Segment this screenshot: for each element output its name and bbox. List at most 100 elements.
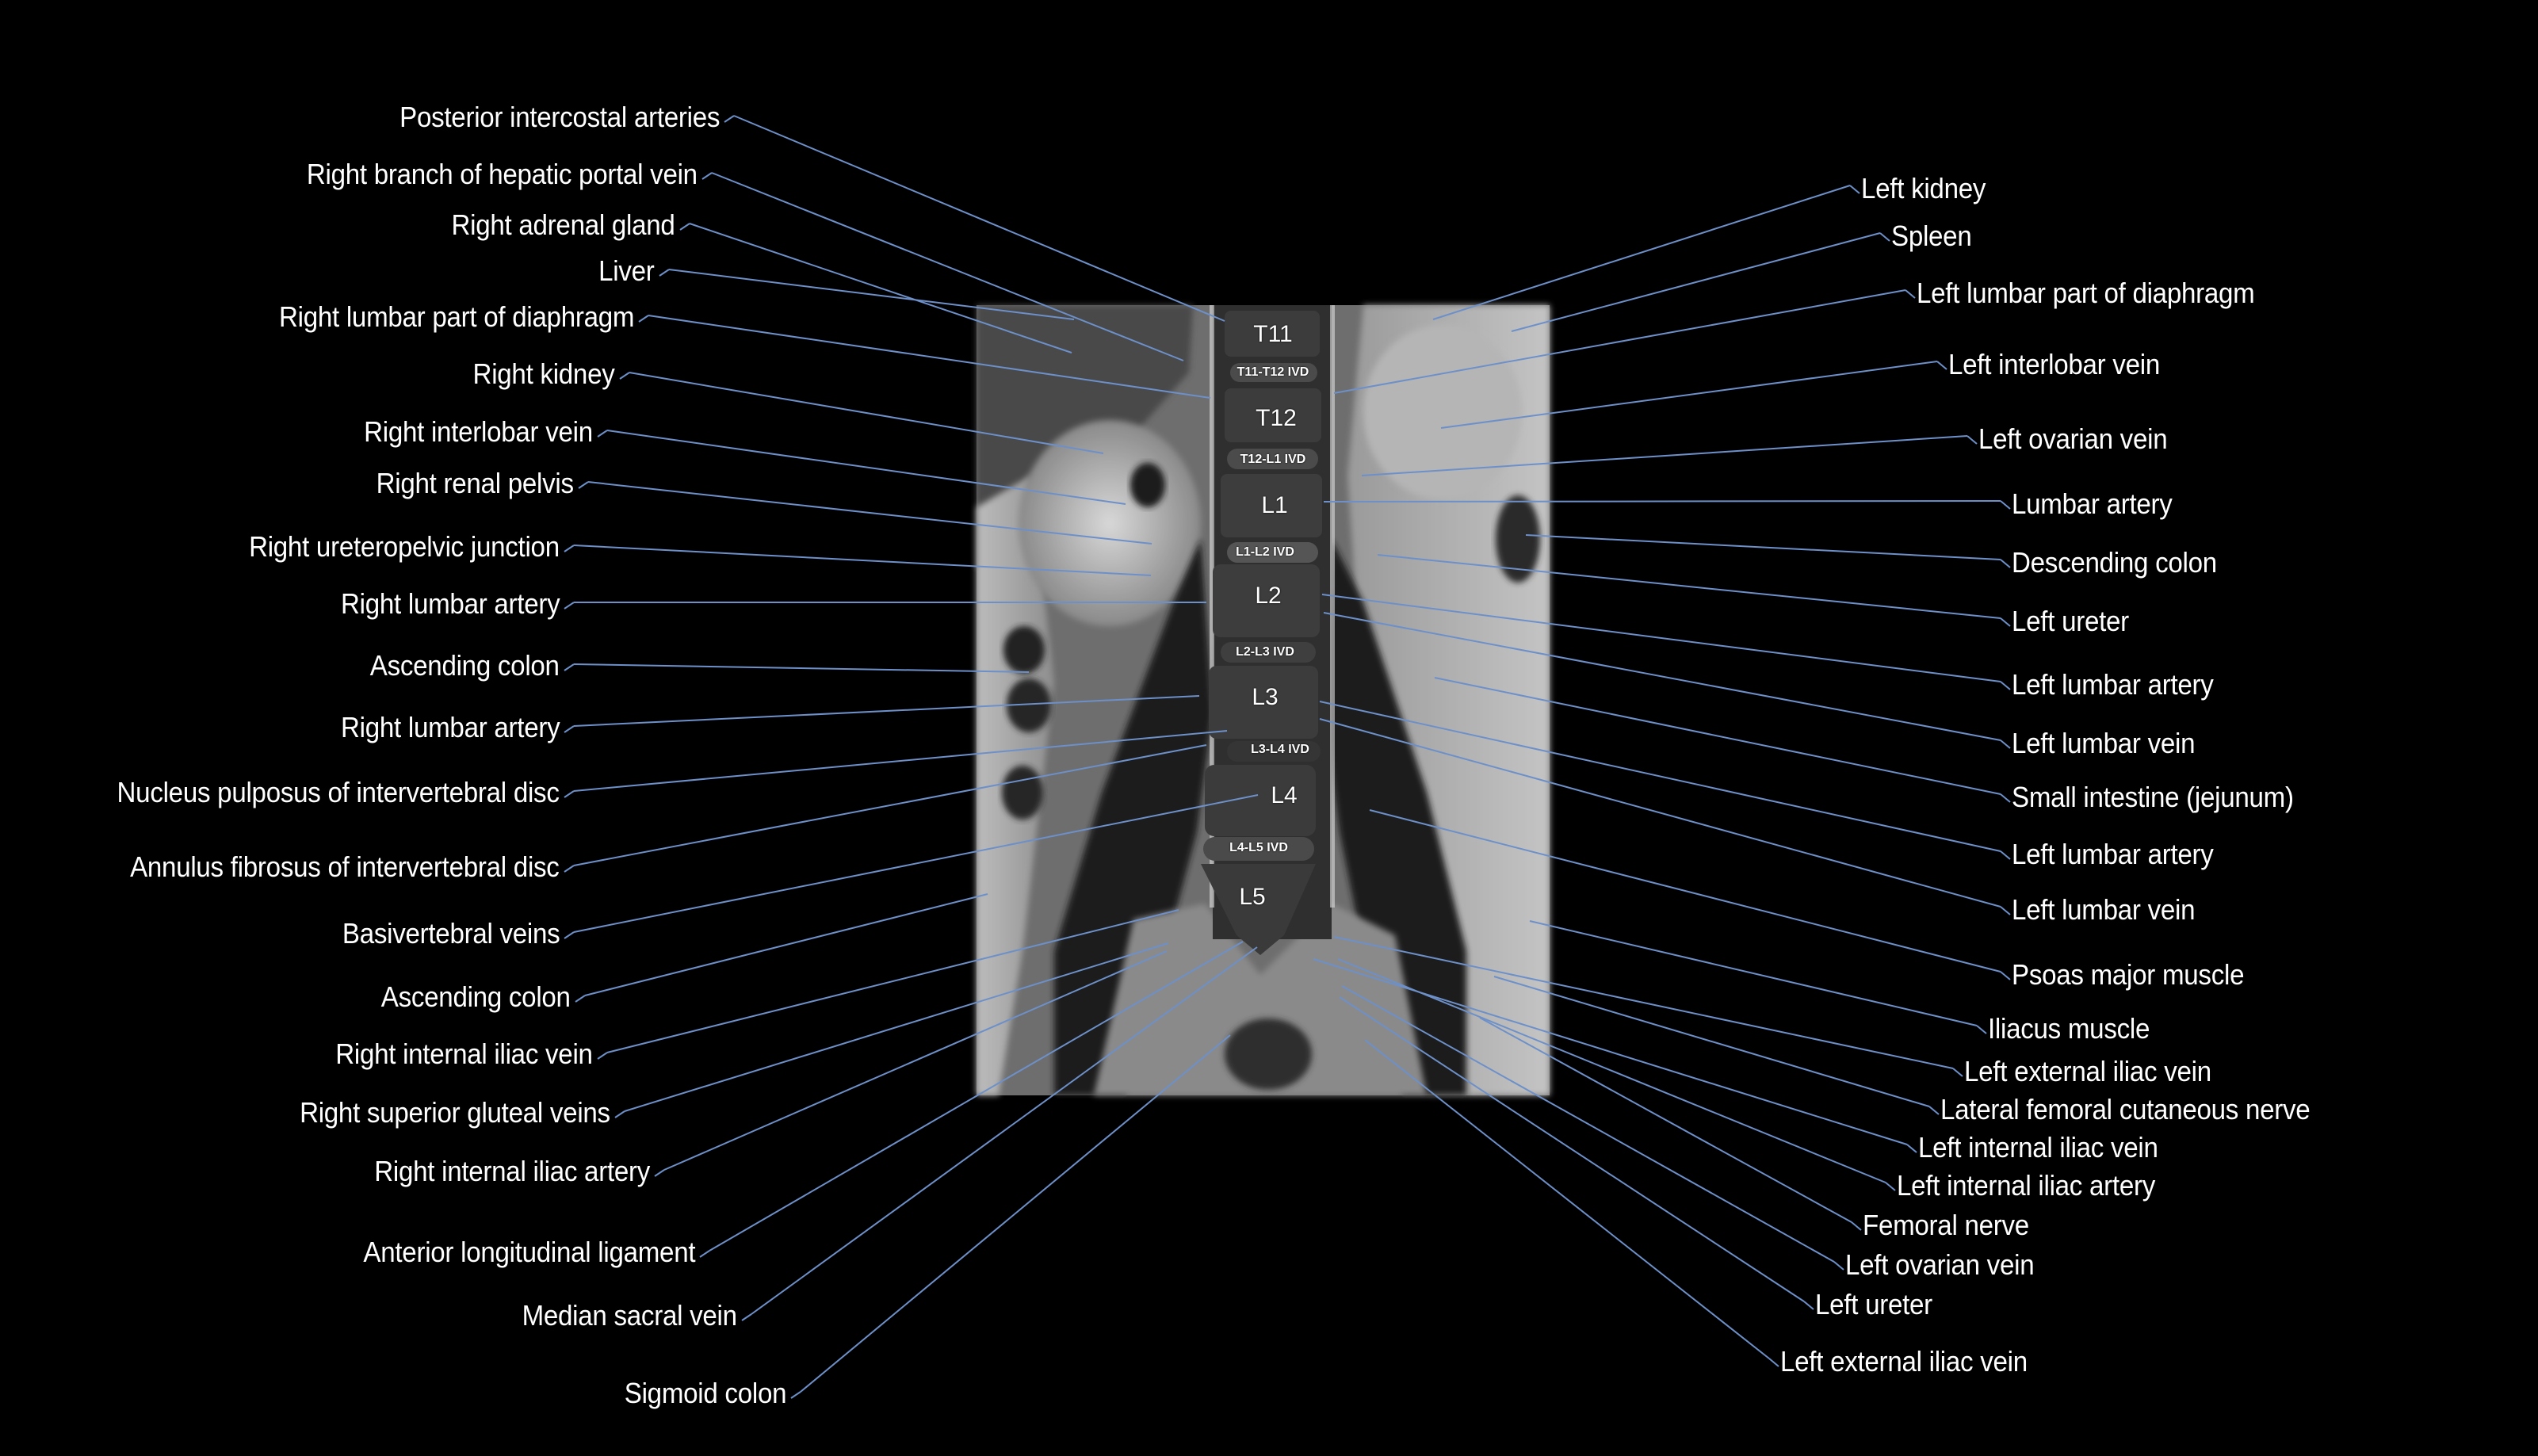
label-left-annulus-fibrosus-of-intervertebral-disc: Annulus fibrosus of intervertebral disc: [130, 850, 560, 883]
label-left-anterior-longitudinal-ligament: Anterior longitudinal ligament: [363, 1236, 695, 1268]
leader-line-left-ovarian-vein: [1341, 985, 1835, 1263]
label-left-right-kidney: Right kidney: [473, 357, 615, 390]
vertebra-label-l1: L1: [1261, 492, 1288, 518]
leader-hook: [654, 1169, 665, 1177]
leader-hook: [659, 269, 670, 277]
vertebra-label-l4-l5-ivd: L4-L5 IVD: [1229, 841, 1288, 854]
leader-line-right-renal-pelvis: [587, 481, 1152, 545]
label-right-left-lumbar-artery: Left lumbar artery: [2012, 838, 2214, 870]
label-right-left-ovarian-vein: Left ovarian vein: [1845, 1248, 2035, 1281]
label-right-small-intestine-jejunum: Small intestine (jejunum): [2012, 781, 2294, 813]
leader-hook: [564, 545, 575, 552]
leader-hook: [701, 172, 713, 180]
leader-hook: [1976, 1025, 1987, 1034]
leader-line-nucleus-pulposus-of-intervertebral-disc: [573, 730, 1228, 792]
leader-line-left-kidney: [1432, 185, 1851, 320]
leader-line-descending-colon: [1525, 534, 2001, 560]
label-left-ascending-colon: Ascending colon: [370, 649, 560, 682]
leader-line-right-ureteropelvic-junction: [573, 545, 1152, 576]
label-left-right-adrenal-gland: Right adrenal gland: [451, 208, 675, 241]
leader-line-lateral-femoral-cutaneous-nerve: [1493, 976, 1930, 1107]
label-right-iliacus-muscle: Iliacus muscle: [1988, 1012, 2150, 1045]
label-right-left-external-iliac-vein: Left external iliac vein: [1964, 1055, 2211, 1087]
label-right-lumbar-artery: Lumbar artery: [2012, 487, 2173, 520]
label-right-left-internal-iliac-vein: Left internal iliac vein: [1918, 1131, 2158, 1164]
label-right-left-lumbar-vein: Left lumbar vein: [2012, 727, 2196, 759]
label-right-left-interlobar-vein: Left interlobar vein: [1948, 348, 2160, 380]
vertebra-label-l1-l2-ivd: L1-L2 IVD: [1236, 545, 1294, 559]
leader-hook: [597, 1052, 608, 1060]
label-left-right-branch-of-hepatic-portal-vein: Right branch of hepatic portal vein: [307, 158, 698, 190]
vertebra-label-l2-l3-ivd: L2-L3 IVD: [1236, 645, 1294, 659]
vertebra-label-t11-t12-ivd: T11-T12 IVD: [1237, 365, 1309, 379]
label-right-left-ovarian-vein: Left ovarian vein: [1978, 422, 2168, 455]
leader-hook: [2000, 500, 2011, 510]
leader-line-right-interlobar-vein: [606, 430, 1126, 505]
leader-line-left-ovarian-vein: [1361, 435, 1968, 476]
leader-line-sigmoid-colon: [800, 1034, 1231, 1393]
leader-hook: [575, 995, 586, 1003]
label-left-nucleus-pulposus-of-intervertebral-disc: Nucleus pulposus of intervertebral disc: [117, 776, 560, 808]
vertebra-label-l3-l4-ivd: L3-L4 IVD: [1251, 743, 1309, 756]
label-right-left-ureter: Left ureter: [2012, 605, 2129, 637]
vertebra-label-t12-l1-ivd: T12-L1 IVD: [1240, 453, 1306, 466]
leader-line-liver: [668, 269, 1075, 320]
vertebra-label-t12: T12: [1256, 405, 1297, 431]
leader-hook: [1851, 1221, 1862, 1231]
leader-hook: [2000, 681, 2011, 690]
leader-hook: [597, 430, 608, 438]
leader-line-annulus-fibrosus-of-intervertebral-disc: [573, 744, 1207, 866]
label-left-right-lumbar-artery: Right lumbar artery: [340, 587, 560, 620]
leader-line-iliacus-muscle: [1529, 920, 1978, 1026]
leader-line-left-ureter: [1339, 996, 1805, 1302]
leader-line-ascending-colon: [584, 893, 988, 996]
leader-hook: [1928, 1106, 1940, 1115]
leader-hook: [619, 372, 630, 380]
leader-line-left-ureter: [1377, 554, 2001, 619]
leader-hook: [564, 663, 575, 671]
leader-hook: [2000, 850, 2011, 860]
leader-line-right-lumbar-artery: [573, 695, 1200, 727]
leader-line-ascending-colon: [573, 663, 1030, 673]
leader-line-left-lumbar-part-of-diaphragm: [1333, 289, 1906, 394]
label-left-liver: Liver: [598, 254, 656, 287]
label-right-left-kidney: Left kidney: [1861, 172, 1986, 204]
leader-line-left-external-iliac-vein: [1364, 1039, 1770, 1359]
leader-line-basivertebral-veins: [573, 794, 1259, 933]
vertebra-label-t11: T11: [1253, 321, 1293, 347]
leader-line-left-external-iliac-vein: [1333, 936, 1954, 1069]
label-right-left-lumbar-part-of-diaphragm: Left lumbar part of diaphragm: [1917, 277, 2255, 309]
vertebra-label-l5: L5: [1239, 884, 1266, 910]
label-left-basivertebral-veins: Basivertebral veins: [342, 917, 560, 950]
label-left-right-interlobar-vein: Right interlobar vein: [364, 415, 593, 448]
leader-line-right-internal-iliac-artery: [663, 950, 1168, 1171]
leader-line-left-lumbar-vein: [1319, 718, 2001, 908]
leader-line-anterior-longitudinal-ligament: [709, 941, 1244, 1252]
leader-hook: [1803, 1301, 1814, 1310]
leader-line-left-internal-iliac-artery: [1337, 958, 1886, 1183]
leader-hook: [1768, 1358, 1779, 1367]
leader-hook: [1885, 1182, 1896, 1191]
vertebra-label-l3: L3: [1252, 684, 1279, 710]
leader-hook: [1936, 361, 1947, 370]
leader-hook: [2000, 739, 2011, 749]
leader-line-left-internal-iliac-vein: [1313, 958, 1908, 1145]
leader-line-femoral-nerve: [1479, 1017, 1852, 1223]
leader-hook: [1849, 185, 1860, 194]
leader-hook: [724, 115, 735, 123]
label-left-right-superior-gluteal-veins: Right superior gluteal veins: [300, 1096, 610, 1129]
leader-hook: [564, 865, 575, 873]
leader-hook: [614, 1110, 625, 1118]
leader-line-right-kidney: [629, 372, 1104, 454]
leader-hook: [2000, 906, 2011, 915]
label-right-left-external-iliac-vein: Left external iliac vein: [1780, 1345, 2028, 1378]
leader-hook: [741, 1313, 752, 1321]
label-left-right-internal-iliac-vein: Right internal iliac vein: [335, 1038, 594, 1070]
leader-line-psoas-major-muscle: [1369, 809, 2001, 973]
label-right-left-lumbar-vein: Left lumbar vein: [2012, 893, 2196, 926]
leader-hook: [1905, 289, 1916, 299]
leader-line-right-branch-of-hepatic-portal-vein: [711, 172, 1184, 361]
leader-line-left-lumbar-artery: [1319, 701, 2001, 852]
